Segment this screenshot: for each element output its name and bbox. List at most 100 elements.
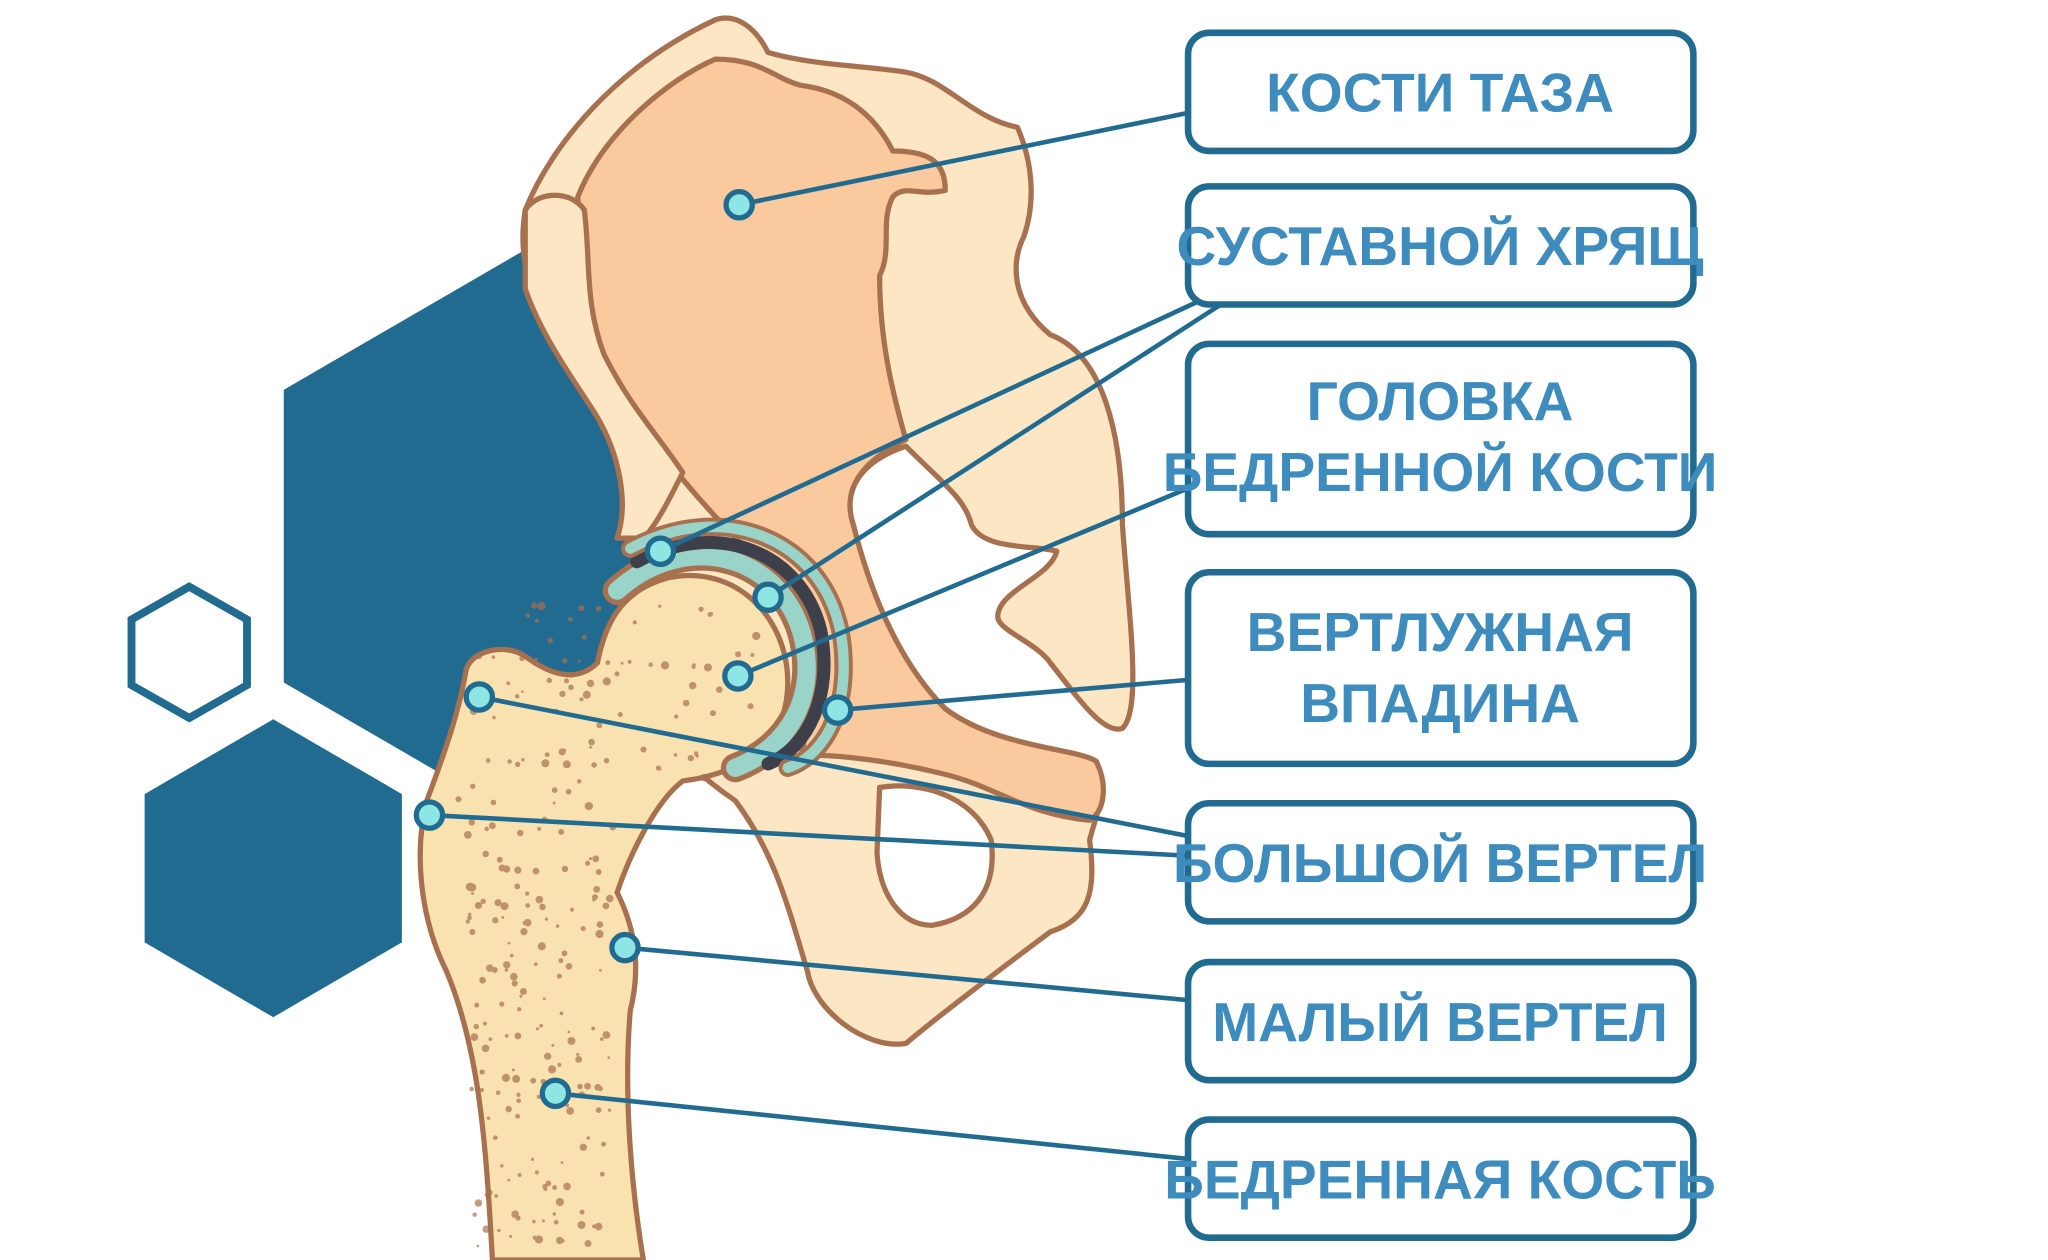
bone-speckle — [465, 882, 475, 892]
bone-speckle — [486, 964, 494, 972]
bone-speckle — [480, 898, 486, 905]
bone-speckle — [493, 1135, 498, 1140]
bone-speckle — [588, 857, 592, 861]
label-pelvis: КОСТИ ТАЗА — [1266, 62, 1614, 124]
bone-speckle — [503, 961, 511, 969]
bone-speckle — [561, 1238, 565, 1243]
bone-speckle — [519, 988, 527, 996]
bone-speckle — [514, 1032, 522, 1040]
bone-speckle — [482, 850, 489, 858]
label-box-lesser-trochanter — [1184, 958, 1697, 1084]
bone-speckle — [602, 902, 610, 910]
bone-speckle — [560, 1161, 564, 1164]
bone-speckle — [519, 655, 525, 662]
bone-speckle — [514, 883, 521, 890]
bone-speckle — [534, 1170, 539, 1175]
bone-speckle — [496, 856, 503, 863]
bone-speckle — [586, 679, 595, 688]
bone-speckle — [514, 866, 522, 874]
bone-speckle — [594, 1222, 603, 1231]
bone-speckle — [533, 962, 538, 966]
bone-speckle — [534, 657, 538, 661]
bone-speckle — [595, 1107, 602, 1113]
label-lesser-trochanter: МАЛЫЙ ВЕРТЕЛ — [1212, 990, 1668, 1053]
bone-speckle — [568, 684, 574, 691]
bone-speckle — [537, 826, 542, 831]
bone-speckle — [710, 710, 717, 717]
label-femoral-head-line2: БЕДРЕННОЙ КОСТИ — [1163, 440, 1718, 503]
bone-speckle — [586, 1136, 590, 1140]
bone-speckle — [559, 690, 566, 698]
bone-speckle — [563, 1182, 571, 1191]
bone-speckle — [547, 637, 554, 644]
bone-speckle — [592, 898, 596, 902]
marker-dot-cartilage-1 — [644, 535, 677, 567]
bone-speckle — [476, 1244, 480, 1248]
bone-speckles — [455, 601, 772, 1248]
bone-speckle — [465, 919, 470, 924]
bone-speckle — [507, 1178, 511, 1182]
bone-speckle — [543, 1186, 548, 1191]
bone-speckle — [747, 703, 754, 710]
bone-speckle — [525, 920, 532, 927]
bone-speckle — [479, 976, 486, 984]
label-box-greater-trochanter — [1184, 799, 1697, 925]
bone-speckle — [507, 941, 511, 945]
bone-speckle — [502, 865, 511, 873]
marker-dot-greater-trochanter-1 — [463, 681, 496, 713]
bone-speckle — [482, 1021, 487, 1026]
bone-speckle — [591, 1026, 596, 1031]
bone-speckle — [544, 1052, 552, 1060]
bone-speckle — [484, 1180, 490, 1186]
bone-speckle — [648, 662, 653, 667]
bone-speckle — [519, 994, 523, 998]
bone-speckle — [565, 788, 572, 795]
bone-speckle — [599, 1037, 604, 1041]
bone-speckle — [539, 903, 546, 911]
marker-dot-greater-trochanter-2 — [413, 799, 446, 831]
bone-speckle — [691, 664, 696, 669]
bone-speckle — [601, 1141, 607, 1147]
bone-speckle — [537, 601, 546, 611]
bone-speckle — [552, 1212, 557, 1216]
bone-speckle — [716, 686, 723, 693]
bone-speckle — [553, 1219, 559, 1225]
bone-speckle — [471, 891, 474, 895]
bone-speckle — [515, 1113, 521, 1119]
bone-speckle — [658, 604, 662, 608]
bone-speckle — [539, 1023, 544, 1028]
bone-speckle — [544, 917, 549, 921]
bone-speckle — [561, 748, 567, 754]
bone-speckle — [558, 828, 565, 835]
bone-speckle — [575, 1056, 583, 1063]
medium-hexagon — [144, 719, 402, 1018]
bone-speckle — [530, 1077, 537, 1084]
bone-speckle — [532, 1219, 536, 1224]
bone-speckle — [555, 1197, 564, 1207]
bone-speckle — [455, 796, 462, 803]
bone-speckle — [499, 1001, 505, 1007]
bone-speckle — [494, 899, 502, 907]
label-box-femoral-head — [1184, 340, 1697, 538]
bone-speckle — [599, 969, 602, 972]
bone-speckle — [592, 1224, 597, 1229]
bone-speckle — [534, 618, 540, 623]
bone-speckle — [542, 1219, 545, 1223]
bone-speckle — [473, 1023, 480, 1030]
bone-speckle — [581, 634, 587, 640]
bone-speckle — [505, 1105, 512, 1113]
bone-speckle — [594, 1083, 602, 1091]
bone-speckle — [562, 657, 568, 664]
bone-speckle — [530, 1157, 535, 1161]
bone-speckle — [542, 997, 546, 1001]
bone-speckle — [570, 674, 574, 678]
bone-speckle — [475, 1088, 481, 1094]
bone-speckle — [605, 660, 611, 666]
bone-speckle — [474, 901, 483, 910]
bone-speckle — [563, 678, 570, 684]
bone-speckle — [535, 1027, 540, 1031]
bone-speckle — [476, 653, 482, 660]
bone-speckle — [567, 1036, 576, 1045]
bone-speckle — [544, 752, 550, 758]
bone-speckle — [545, 1180, 552, 1187]
